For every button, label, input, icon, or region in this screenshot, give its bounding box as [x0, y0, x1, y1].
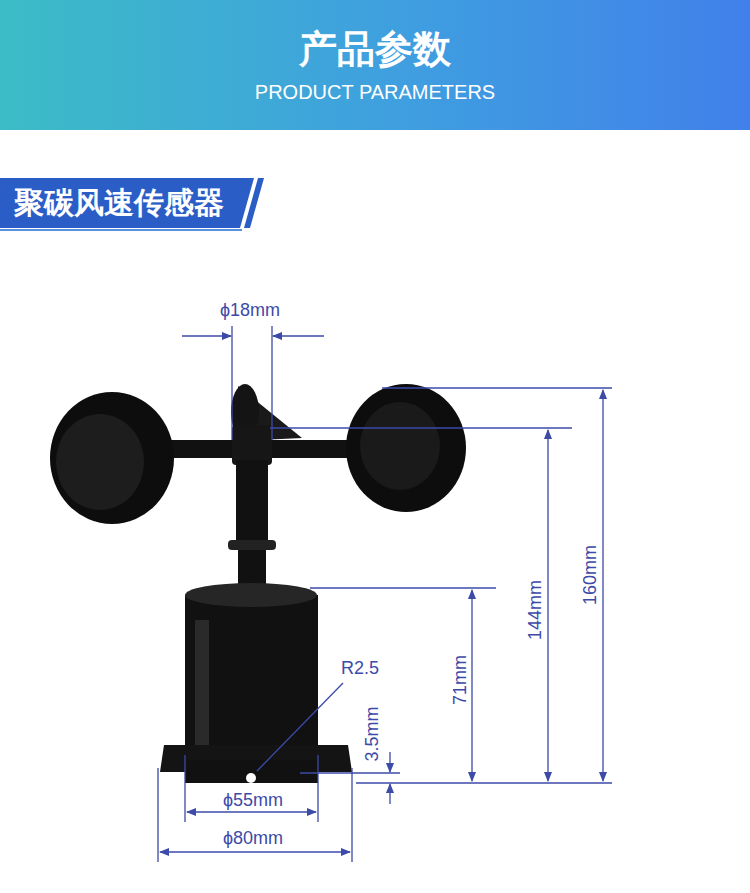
- banner-text: 聚碳风速传感器: [0, 178, 224, 228]
- extension-line: [270, 427, 572, 428]
- diameter-dimension: ϕ18mm: [218, 300, 282, 320]
- dimension-arrow: [602, 390, 603, 781]
- banner-underline: [0, 229, 242, 231]
- extension-line: [271, 326, 272, 440]
- height-dimension: 71mm: [450, 653, 470, 707]
- subheading-text: PRODUCT PARAMETERS: [0, 72, 750, 104]
- title-banner: 聚碳风速传感器: [0, 178, 254, 228]
- extension-line: [351, 768, 352, 862]
- height-dimension: 144mm: [525, 578, 545, 642]
- leader-line: [257, 683, 343, 771]
- banner-fill: [0, 178, 254, 228]
- extension-line: [231, 326, 232, 440]
- diameter-dimension: ϕ80mm: [221, 828, 285, 848]
- extension-line: [184, 755, 185, 822]
- shaft: [236, 460, 268, 542]
- extension-line: [356, 782, 612, 783]
- heading-text: 产品参数: [0, 0, 750, 72]
- header-band: 产品参数PRODUCT PARAMETERS: [0, 0, 750, 130]
- dimension-arrow: [187, 811, 316, 812]
- extension-line: [300, 772, 400, 773]
- dimension-arrow: [389, 784, 390, 804]
- left-cup: [50, 392, 174, 524]
- extension-line: [310, 587, 496, 588]
- right-cup: [346, 384, 466, 512]
- height-dimension: 160mm: [580, 543, 600, 607]
- base-bottom: [185, 760, 318, 783]
- dimension-arrow: [273, 335, 324, 336]
- dimension-arrow: [471, 590, 472, 781]
- extension-line: [382, 387, 612, 388]
- dimension-arrow: [160, 851, 350, 852]
- diameter-dimension: ϕ55mm: [221, 790, 285, 810]
- notch: [246, 773, 256, 783]
- collar: [228, 540, 276, 550]
- extension-line: [317, 755, 318, 822]
- dimension-arrow: [182, 335, 231, 336]
- thickness-dimension: 3.5mm: [362, 704, 382, 763]
- dimension-arrow: [547, 430, 548, 781]
- left-cup-inner: [56, 414, 144, 510]
- base-cylinder: [185, 595, 318, 765]
- right-cup-inner: [360, 402, 440, 490]
- base-highlight: [195, 620, 209, 750]
- hub: [232, 425, 272, 465]
- extension-line: [157, 768, 158, 862]
- base-top: [185, 583, 317, 607]
- dimension-lines: [158, 326, 612, 862]
- radius-dimension: R2.5: [339, 658, 381, 678]
- dimension-arrow: [389, 752, 390, 772]
- banner-stripe: [244, 178, 264, 228]
